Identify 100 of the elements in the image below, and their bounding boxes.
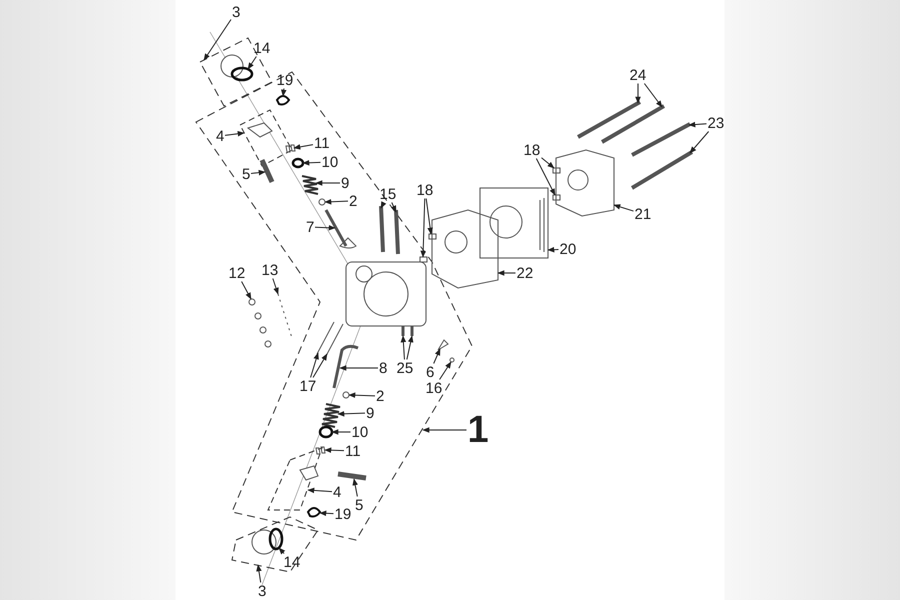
callout-number: 23 [708,116,724,130]
leader-line [400,335,406,360]
gasket [432,209,498,289]
callout-number: 7 [306,220,314,234]
leader-line [324,447,344,454]
leader-line [331,429,351,435]
lever [438,339,449,350]
leader-line [312,353,328,378]
leader-line [644,83,662,108]
leader-line [426,198,433,235]
stud-bolt [394,210,400,254]
leader-line [352,478,358,497]
clip [450,358,454,362]
callout-number: 17 [300,378,316,394]
callout-number: 15 [380,186,396,202]
callout-number: 16 [426,380,442,396]
leader-line [422,427,467,433]
pin [338,472,366,480]
callout-number: 19 [276,72,294,88]
callout-number: 13 [262,262,278,278]
leader-line [314,224,336,231]
leader-line [307,488,332,494]
leader-line [293,144,314,150]
callout-number: 11 [345,444,361,458]
gasket [556,149,614,217]
bolt [316,322,334,354]
stud-bolt [577,100,641,139]
leader-line [439,361,452,380]
callout-number: 6 [426,364,434,380]
stud-bolt [631,122,691,157]
leader-line [420,198,426,258]
leader-line [281,88,287,97]
o-ring [268,528,284,550]
callout-number: 5 [242,166,250,182]
leader-line [241,281,252,300]
callout-number: 8 [379,360,388,376]
spring-retainer [292,158,304,168]
valve-spring [302,175,319,195]
leader-line [224,131,245,137]
callout-number: 2 [349,194,358,208]
valve-seal [342,392,350,398]
callout-number: 4 [333,484,342,500]
callout-number: 9 [341,176,350,190]
callout-number: 3 [232,4,240,20]
callout-number: 3 [258,584,266,598]
callout-number: 19 [334,506,352,522]
leader-line [256,564,262,583]
dowel-pin [552,194,560,200]
callout-number: 4 [216,128,224,144]
valve [324,209,356,248]
callout-number: 14 [284,554,300,570]
valve-spring [321,403,341,428]
leader-line [380,201,386,209]
dowel-pin [410,326,414,336]
leader-line [278,547,286,555]
leader-line [541,157,555,168]
callout-number: 24 [630,68,646,82]
callout-number: 25 [396,360,414,376]
valve-cotter [285,144,296,152]
leader-line [310,352,319,378]
leader-line [272,278,279,295]
callout-number: 10 [352,424,368,440]
leader-line [390,202,396,213]
leader-line [497,270,516,276]
callout-number: 10 [322,154,338,170]
leader-line [635,83,641,104]
seal-rings-drawing [278,294,292,338]
callout-number: 11 [314,136,330,150]
callout-number: 20 [560,242,576,256]
valve [332,344,359,388]
o-ring [230,66,254,82]
leader-line [688,122,707,128]
nut [248,298,256,306]
bolt [326,324,344,356]
callout-number: 21 [634,206,652,222]
leader-line [204,19,232,61]
dowel-pin [552,168,560,174]
callout-number: 22 [516,266,534,280]
callout-number: 18 [524,142,540,158]
leader-line [433,348,440,364]
leader-line [547,246,559,252]
leader-line [248,56,257,70]
leader-line [690,131,710,154]
pin [260,158,274,184]
callout-number: 9 [366,406,374,420]
dowel-pin [402,326,404,336]
leader-line [613,204,634,212]
leader-line [319,510,334,516]
leader-line [250,170,266,176]
callout-number: 18 [416,182,434,198]
cylinder-block [480,188,548,258]
clip [276,95,290,106]
leader-line [324,198,348,205]
callout-number: 5 [355,498,364,512]
leader-line [348,392,376,398]
leader-line [315,180,340,186]
valve-seal [318,198,326,206]
spring-retainer [318,426,334,438]
clip [307,507,321,518]
leader-line [337,411,366,417]
